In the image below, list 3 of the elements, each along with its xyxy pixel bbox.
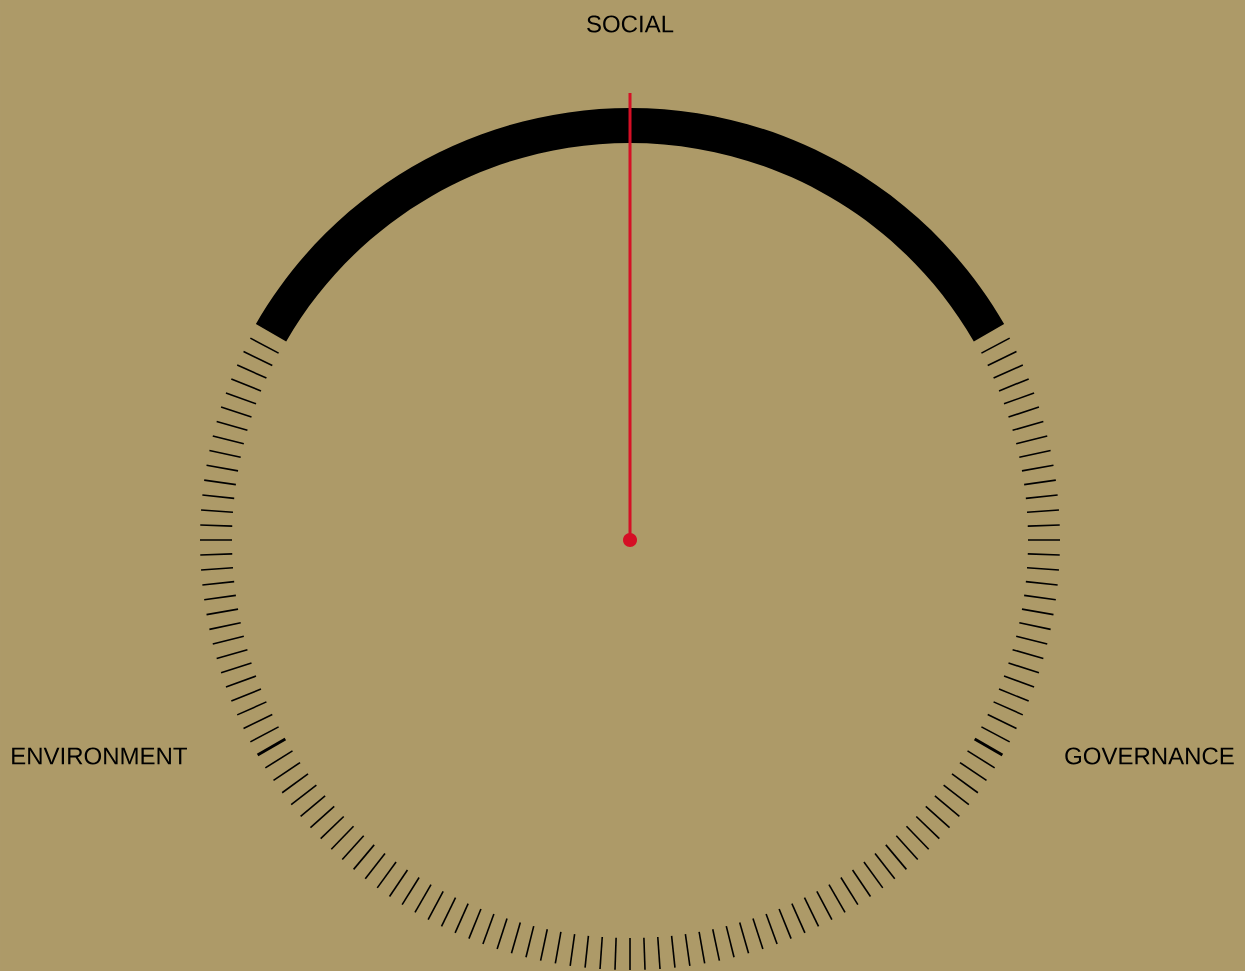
axis-label: SOCIAL [587, 15, 674, 33]
axis-label: GOVERNANCE [1065, 747, 1234, 765]
axis-label: ENVIRONMENT [12, 747, 187, 765]
